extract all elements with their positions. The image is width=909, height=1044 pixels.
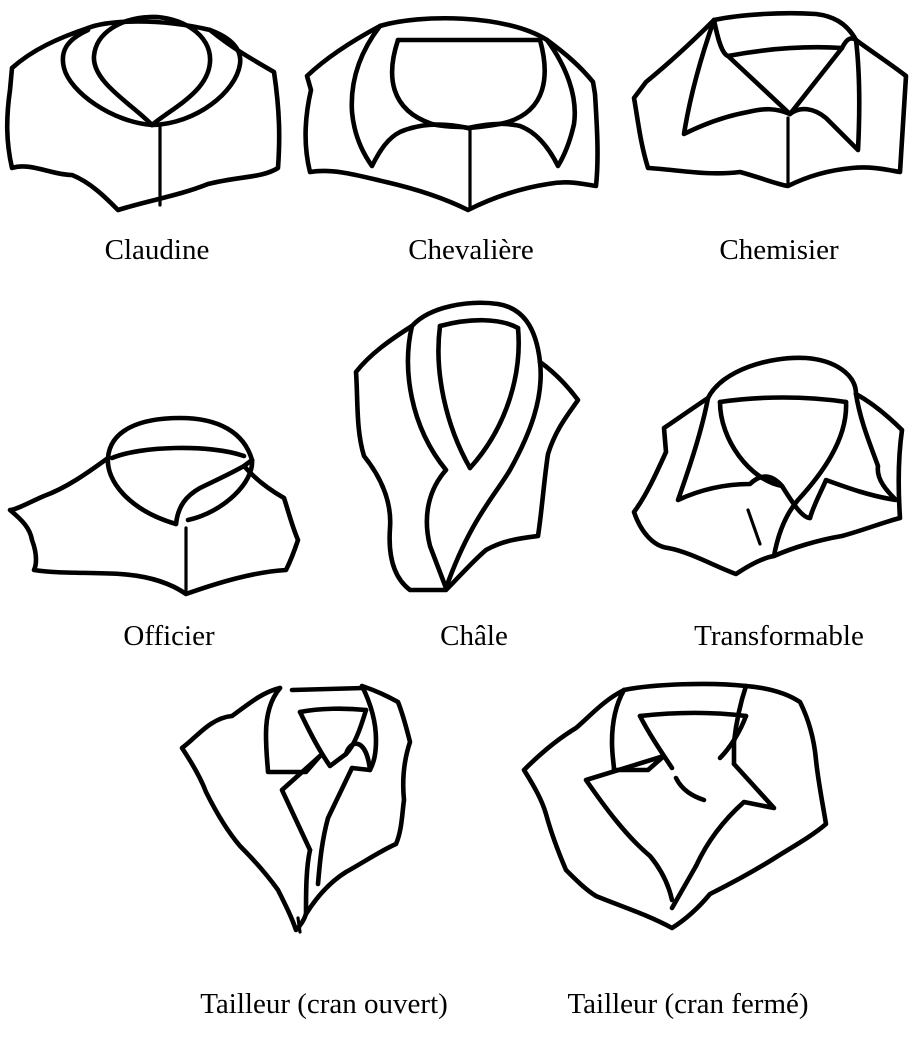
caption-transformable: Transformable — [694, 620, 864, 653]
chevaliere-collar-drawing — [306, 18, 598, 210]
caption-tailleur-ouvert: Tailleur (cran ouvert) — [200, 988, 448, 1021]
caption-chemisier: Chemisier — [719, 234, 838, 267]
chemisier-collar-drawing — [634, 13, 906, 186]
tailleur-ferme-collar-drawing — [524, 684, 826, 928]
officier-collar-drawing — [10, 418, 298, 594]
caption-chevaliere: Chevalière — [408, 234, 534, 267]
caption-officier: Officier — [123, 620, 214, 653]
tailleur-ouvert-collar-drawing — [182, 686, 410, 932]
claudine-collar-drawing — [7, 17, 279, 210]
chale-collar-drawing — [356, 303, 578, 590]
caption-tailleur-ferme: Tailleur (cran fermé) — [567, 988, 808, 1021]
caption-claudine: Claudine — [105, 234, 210, 267]
caption-chale: Châle — [440, 620, 508, 653]
transformable-collar-drawing — [634, 358, 902, 574]
